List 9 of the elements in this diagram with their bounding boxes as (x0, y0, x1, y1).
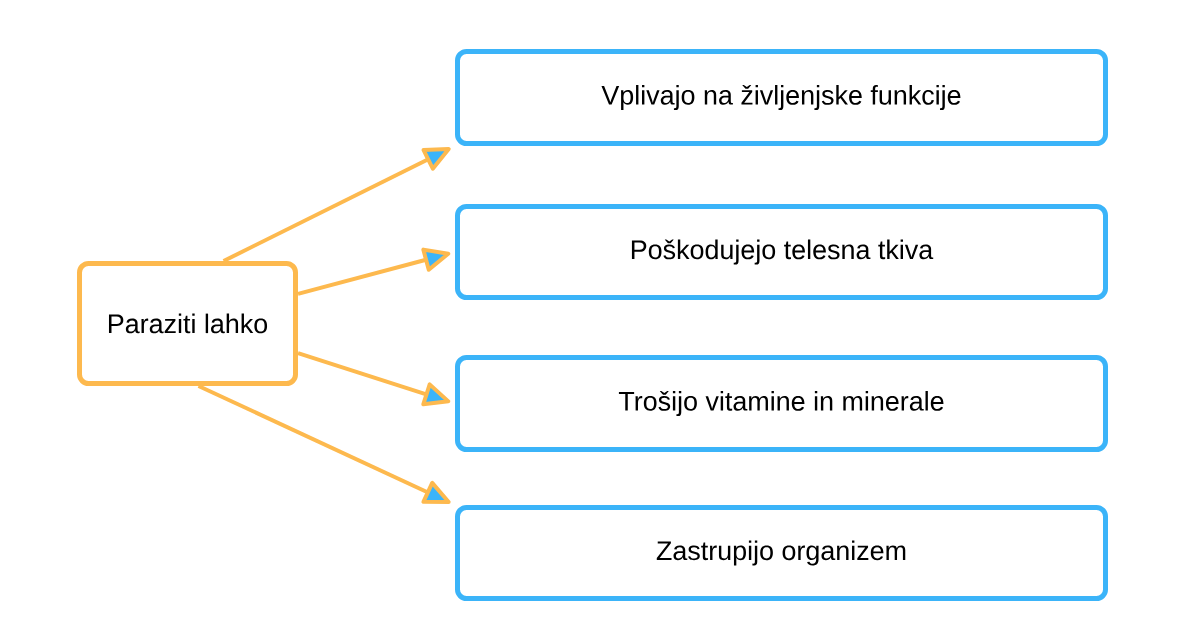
arrow (297, 351, 451, 407)
source-box: Paraziti lahko (77, 261, 298, 386)
outcome-box: Trošijo vitamine in minerale (455, 355, 1108, 452)
outcome-box: Zastrupijo organizem (455, 505, 1108, 601)
outcome-box: Poškodujejo telesna tkiva (455, 204, 1108, 300)
arrow (297, 247, 451, 296)
arrow (197, 384, 451, 505)
outcome-box: Vplivajo na življenjske funkcije (455, 49, 1108, 146)
arrow (222, 147, 451, 263)
